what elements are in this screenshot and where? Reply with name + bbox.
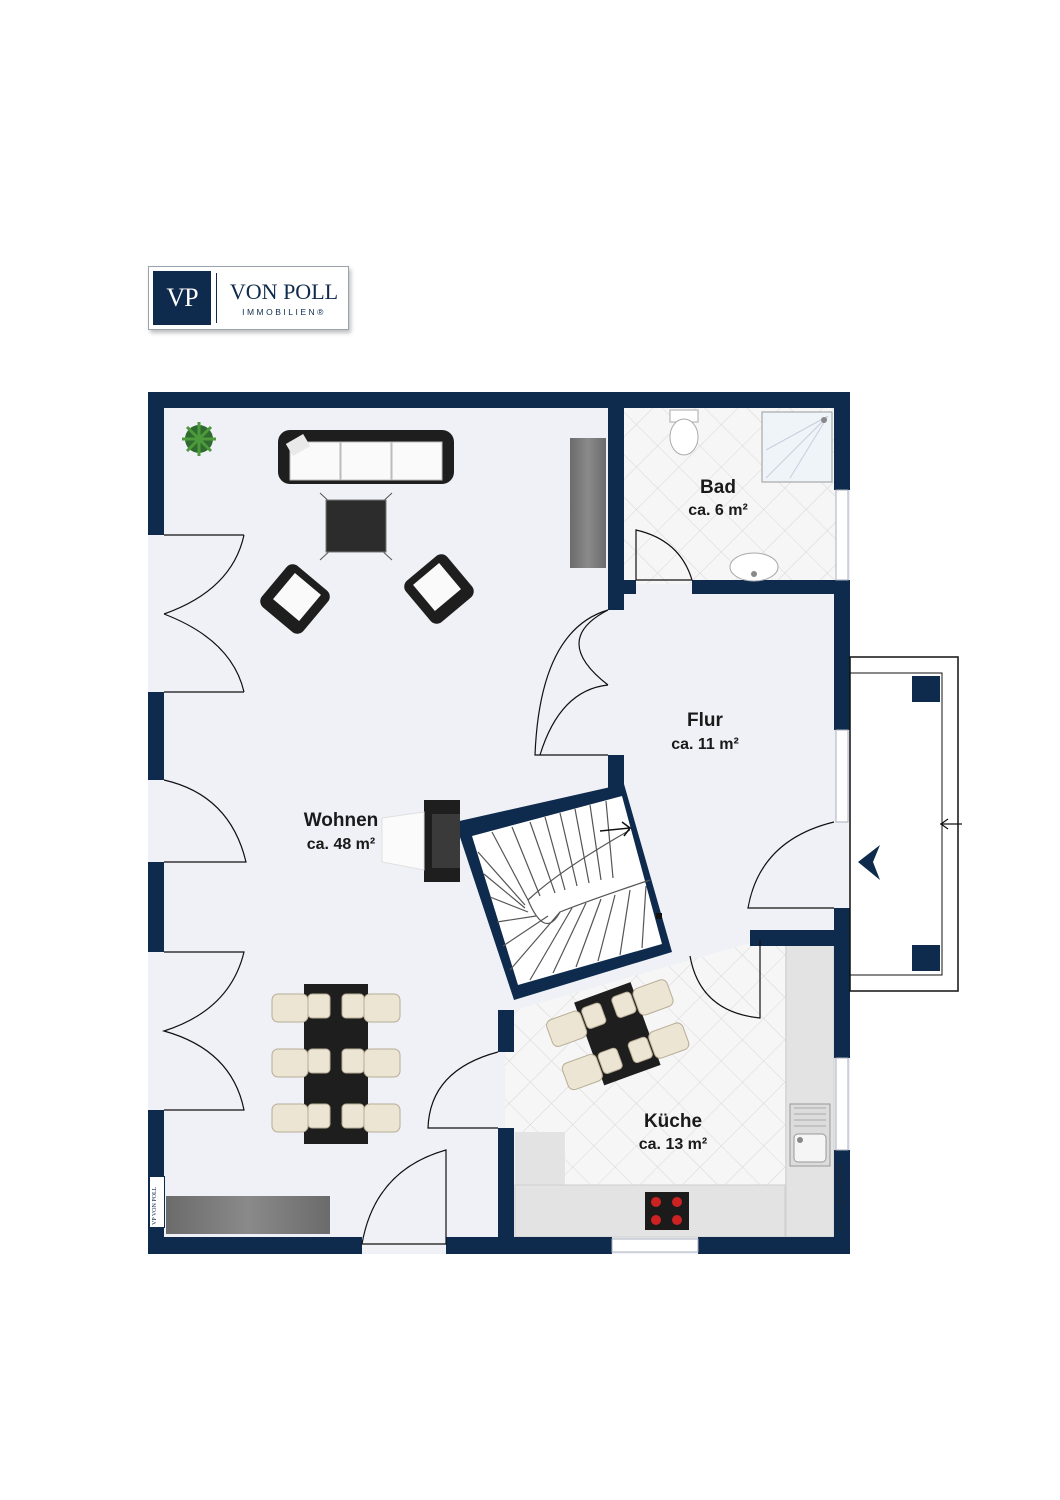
sink-icon: [729, 552, 779, 582]
wall-bath-left: [608, 392, 624, 610]
dining-table-icon: [271, 984, 401, 1144]
wall-bottom-1: [148, 1237, 362, 1254]
logo-subline: IMMOBILIEN®: [242, 307, 326, 317]
wall-left-1: [148, 392, 164, 535]
coffee-table-icon: [319, 492, 393, 561]
room-name-bad: Bad: [700, 477, 736, 498]
windows: [611, 489, 849, 1253]
corner-logo-stamp: VP VON POLL: [149, 1176, 165, 1228]
company-logo: VP VON POLL IMMOBILIEN®: [148, 266, 349, 330]
room-area-wohnen: ca. 48 m²: [307, 836, 375, 853]
room-name-kueche: Küche: [644, 1111, 702, 1132]
window-bath: [835, 489, 849, 581]
wall-right-2: [834, 580, 850, 730]
plant-icon: [182, 422, 216, 456]
wall-right-1: [834, 392, 850, 490]
wall-left-3: [148, 862, 164, 952]
staircase: [472, 796, 662, 985]
room-name-wohnen: Wohnen: [304, 810, 379, 831]
wall-top: [148, 392, 850, 408]
wall-bottom-2: [446, 1237, 612, 1254]
kitchen-furniture: [546, 979, 831, 1230]
wall-bath-bottom-2: [692, 580, 850, 594]
window-kitchen-bottom: [611, 1238, 699, 1253]
logo-divider: [216, 273, 217, 323]
armchair-icon: [260, 564, 330, 634]
toilet-icon: [669, 409, 699, 456]
wall-right-4: [834, 1150, 850, 1254]
room-area-bad: ca. 6 m²: [688, 502, 748, 519]
cooktop-icon: [645, 1192, 689, 1230]
logo-name: VON POLL: [229, 279, 339, 304]
wall-kitchen-left-1: [498, 1010, 514, 1052]
wall-kitchen-left-2: [498, 1128, 514, 1254]
armchair-icon: [404, 554, 474, 624]
sideboard-icon: [570, 438, 606, 568]
wall-left-2: [148, 692, 164, 780]
kitchen-table-icon: [546, 979, 690, 1091]
window-kitchen: [835, 1057, 849, 1151]
entrance-canopy: [849, 656, 962, 992]
living-furniture: [166, 422, 606, 1234]
room-area-flur: ca. 11 m²: [671, 736, 739, 753]
sofa-icon: [278, 430, 454, 484]
room-name-flur: Flur: [687, 710, 723, 731]
fireplace-icon: [381, 800, 460, 882]
kitchen-counter-right: [785, 944, 835, 1238]
wall-bottom-3: [698, 1237, 850, 1254]
doors: [161, 529, 835, 1245]
logo-monogram: VP: [153, 271, 211, 325]
bath-fixtures: [669, 409, 833, 582]
window-hall: [835, 729, 849, 823]
room-labels: Bad ca. 6 m² Flur ca. 11 m² Wohnen ca. 4…: [304, 477, 748, 1153]
kitchen-sink-icon: [789, 1103, 831, 1167]
plan-credit: Immogrundriss: [836, 1163, 847, 1230]
shower-icon: [761, 411, 833, 483]
room-area-kueche: ca. 13 m²: [639, 1136, 707, 1153]
entrance-arrow-icon: [858, 845, 880, 880]
wall-bath-bottom-1: [608, 580, 636, 594]
wall-kitchen-top: [750, 930, 850, 946]
low-shelf-icon: [166, 1196, 330, 1234]
